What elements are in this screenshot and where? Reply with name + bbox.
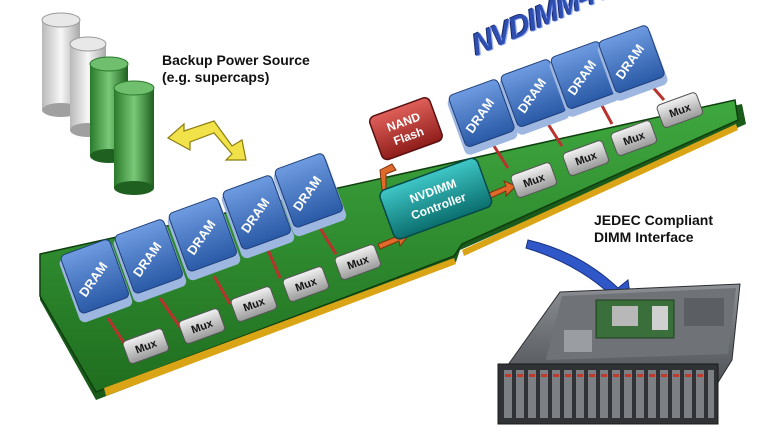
supercap-green-2: [113, 80, 155, 195]
dram-chip: DRAM: [549, 41, 620, 117]
mux-chip: Mux: [610, 120, 658, 156]
mux-chips: Mux Mux Mux Mux Mux Mux Mux Mux: [122, 92, 704, 364]
power-arrow-icon: [166, 120, 247, 161]
gold-contacts-right: [462, 124, 738, 256]
dram-chip: DRAM: [597, 25, 668, 101]
dram-chip: DRAM: [447, 79, 518, 155]
mux-chip: Mux: [282, 266, 330, 302]
dram-chip: DRAM: [59, 239, 133, 323]
dram-chip: DRAM: [221, 175, 295, 259]
backup-power-label-line2: (e.g. supercaps): [162, 69, 270, 85]
nvdimm-controller-chip: NVDIMM Controller: [379, 157, 493, 240]
supercap-group: [41, 12, 155, 195]
drive-bays: [504, 370, 714, 418]
dram-chip: DRAM: [499, 59, 570, 135]
jedec-label-line1: JEDEC Compliant: [594, 212, 714, 228]
dram-chips-right: DRAM DRAM DRAM DRAM: [447, 25, 668, 155]
mux-chip: Mux: [122, 328, 170, 364]
dram-chip: DRAM: [113, 219, 187, 303]
mux-chip: Mux: [178, 308, 226, 344]
backup-power-label: Backup Power Source (e.g. supercaps): [162, 52, 310, 86]
dram-chip: DRAM: [167, 197, 241, 281]
jedec-label-line2: DIMM Interface: [594, 229, 694, 245]
nand-flash-chip: NAND Flash: [368, 97, 443, 161]
mux-chip: Mux: [562, 140, 610, 176]
mux-chip: Mux: [334, 244, 382, 280]
dram-chip: DRAM: [273, 153, 347, 237]
backup-power-label-line1: Backup Power Source: [162, 52, 310, 68]
mux-chip: Mux: [656, 92, 704, 128]
dram-chips-left: DRAM DRAM DRAM DRAM DRAM: [59, 153, 347, 323]
jedec-interface-label: JEDEC Compliant DIMM Interface: [594, 212, 713, 246]
mux-chip: Mux: [510, 162, 558, 198]
mux-chip: Mux: [230, 286, 278, 322]
server-chassis: [497, 283, 741, 425]
gold-contacts-left: [104, 258, 456, 396]
